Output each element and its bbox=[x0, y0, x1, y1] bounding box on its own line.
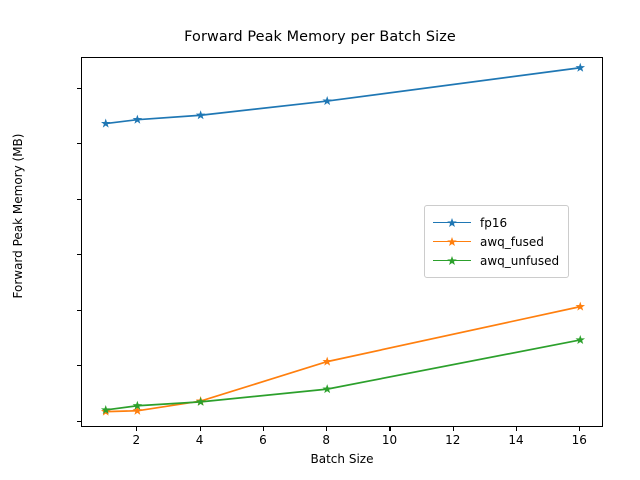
star-marker-shape bbox=[447, 255, 457, 265]
star-marker-icon bbox=[195, 110, 206, 120]
star-marker-icon bbox=[100, 118, 111, 128]
y-tick-mark bbox=[77, 420, 81, 422]
series-line-awq_unfused bbox=[105, 339, 581, 411]
series-line-awq_fused bbox=[105, 305, 581, 413]
plot-inner bbox=[82, 58, 602, 426]
legend-swatch bbox=[433, 216, 471, 230]
series-fp16 bbox=[100, 62, 586, 128]
legend-label: awq_fused bbox=[480, 234, 544, 249]
star-marker-icon bbox=[575, 334, 586, 344]
legend-item-fp16[interactable]: fp16 bbox=[433, 213, 559, 232]
legend-label: awq_unfused bbox=[480, 253, 560, 268]
x-axis-label: Batch Size bbox=[310, 452, 374, 466]
series-layer bbox=[100, 62, 586, 416]
star-marker-shape bbox=[447, 236, 457, 246]
series-line-fp16 bbox=[105, 66, 581, 125]
star-marker-icon bbox=[447, 255, 457, 265]
y-tick-mark bbox=[77, 87, 81, 89]
y-tick-mark bbox=[77, 143, 81, 145]
x-tick-label: 10 bbox=[381, 433, 398, 447]
star-marker-icon bbox=[195, 396, 206, 406]
x-tick-mark bbox=[136, 427, 138, 431]
chart-legend: fp16 awq_fused awq_unfused bbox=[424, 205, 570, 278]
star-marker-shape bbox=[447, 217, 457, 227]
series-awq_unfused bbox=[100, 334, 586, 414]
x-tick-mark bbox=[516, 427, 518, 431]
star-marker-icon bbox=[132, 400, 143, 410]
series-awq_fused bbox=[100, 301, 586, 416]
x-tick-mark bbox=[262, 427, 264, 431]
chart-title: Forward Peak Memory per Batch Size bbox=[184, 29, 456, 45]
y-tick-mark bbox=[77, 365, 81, 367]
legend-label: fp16 bbox=[480, 215, 508, 230]
legend-item-awq_unfused[interactable]: awq_unfused bbox=[433, 251, 559, 270]
x-tick-label: 6 bbox=[259, 433, 267, 447]
star-marker-icon bbox=[100, 404, 111, 414]
x-tick-label: 4 bbox=[195, 433, 204, 447]
y-axis-label: Forward Peak Memory (MB) bbox=[11, 133, 25, 299]
legend-swatch bbox=[433, 235, 471, 249]
y-tick-mark bbox=[77, 198, 81, 200]
star-marker-icon bbox=[447, 217, 457, 227]
x-tick-mark bbox=[579, 427, 581, 431]
x-tick-label: 12 bbox=[445, 433, 461, 447]
star-marker-icon bbox=[132, 405, 143, 415]
y-tick-mark bbox=[77, 309, 81, 311]
plot-area bbox=[81, 57, 603, 427]
star-marker-icon bbox=[322, 384, 332, 394]
x-tick-label: 14 bbox=[508, 433, 524, 447]
x-tick-label: 2 bbox=[132, 433, 141, 447]
x-tick-label: 16 bbox=[571, 433, 587, 447]
x-tick-label: 8 bbox=[322, 433, 330, 447]
star-marker-icon bbox=[322, 356, 332, 366]
x-tick-mark bbox=[199, 427, 201, 431]
legend-item-awq_fused[interactable]: awq_fused bbox=[433, 232, 559, 251]
star-marker-icon bbox=[575, 301, 586, 311]
star-marker-icon bbox=[132, 114, 143, 124]
star-marker-icon bbox=[322, 96, 332, 106]
star-marker-icon bbox=[447, 236, 457, 246]
star-marker-icon bbox=[575, 62, 586, 72]
legend-swatch bbox=[433, 254, 471, 268]
y-tick-mark bbox=[77, 254, 81, 256]
x-tick-mark bbox=[452, 427, 454, 431]
x-tick-mark bbox=[389, 427, 391, 431]
x-tick-mark bbox=[326, 427, 328, 431]
